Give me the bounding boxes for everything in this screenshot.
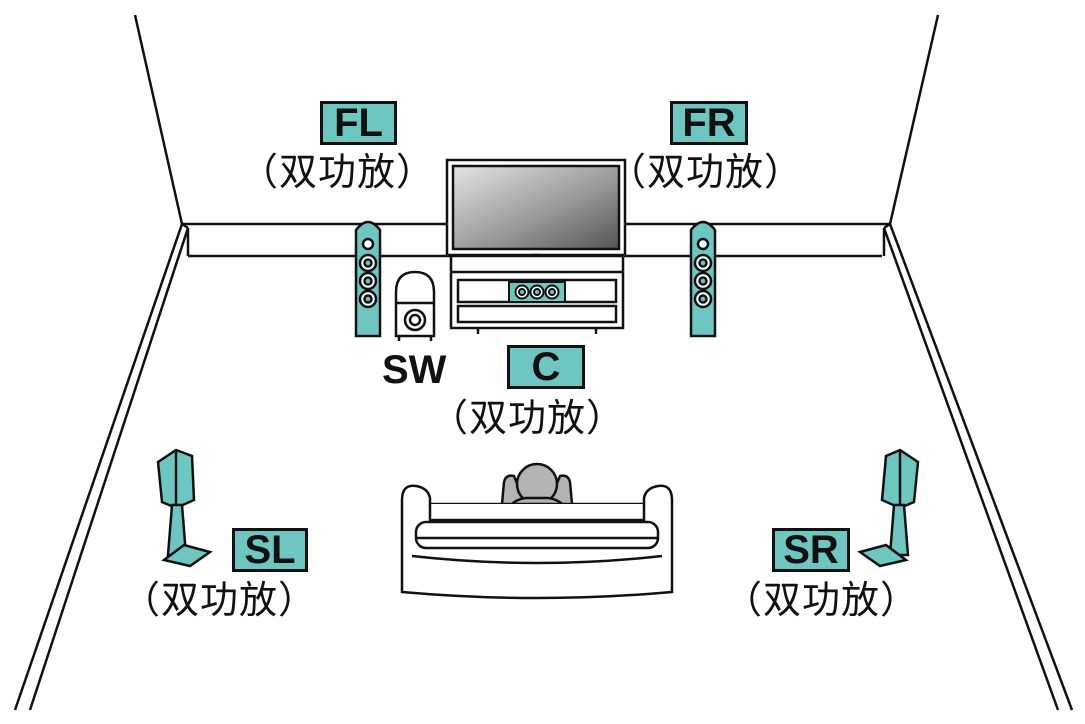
sl-label: SL bbox=[232, 528, 308, 572]
surround-right-speaker bbox=[857, 448, 920, 568]
fr-note: （双功放） bbox=[608, 150, 804, 194]
sofa bbox=[400, 484, 674, 600]
front-left-speaker bbox=[354, 220, 382, 338]
room-walls bbox=[13, 14, 1074, 711]
sl-note: （双功放） bbox=[122, 578, 318, 622]
sr-note: （双功放） bbox=[724, 578, 920, 622]
front-right-speaker bbox=[689, 220, 717, 338]
c-note: （双功放） bbox=[430, 396, 626, 440]
fl-note: （双功放） bbox=[240, 150, 436, 194]
fr-label: FR bbox=[670, 101, 748, 145]
sr-label: SR bbox=[772, 528, 850, 572]
tv bbox=[445, 158, 627, 266]
surround-left-speaker bbox=[156, 448, 213, 568]
c-label: C bbox=[507, 345, 585, 389]
subwoofer bbox=[394, 270, 436, 341]
sw-label: SW bbox=[382, 348, 447, 392]
fl-label: FL bbox=[320, 101, 397, 145]
center-speaker bbox=[508, 281, 566, 303]
